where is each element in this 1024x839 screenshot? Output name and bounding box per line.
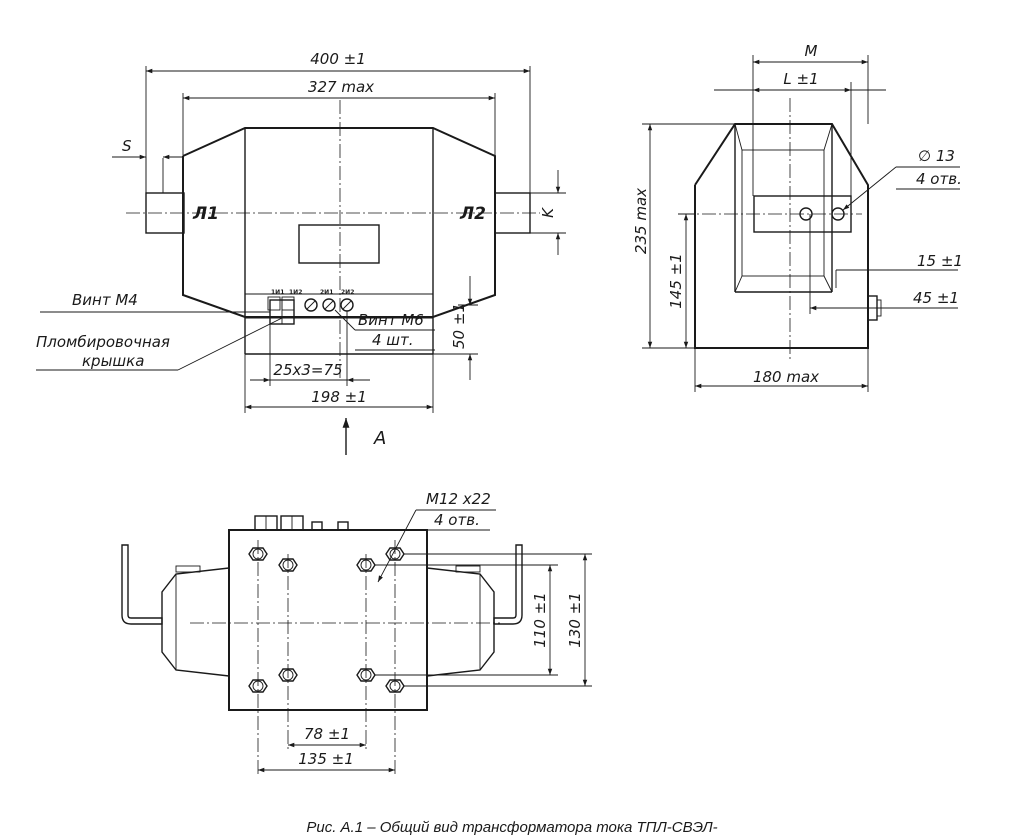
side-body-outline [694, 123, 869, 349]
dim-width-198: 198 ±1 [311, 388, 367, 406]
side-view: M L ±1 ∅ 13 4 отв. 235 max 145 ±1 15 ±1 … [632, 42, 963, 392]
dim-height-235: 235 max [632, 188, 650, 254]
figure-caption: Рис. А.1 – Общий вид трансформатора тока… [306, 819, 717, 836]
dim-135: 135 ±1 [298, 750, 354, 768]
dim-130: 130 ±1 [566, 592, 584, 648]
bottom-terminal-caps [254, 515, 349, 531]
terminal-label-1i1: 1И1 [271, 289, 284, 296]
bottom-view: M12 х22 4 отв. 110 ±1 130 ±1 78 ±1 135 ±… [121, 490, 592, 776]
dim-s: S [122, 137, 132, 155]
nameplate-outline [298, 224, 380, 264]
base-plate [228, 529, 428, 711]
dim-thread-qty: 4 отв. [434, 511, 480, 529]
secondary-terminal-block: 1И1 1И2 2И1 2И2 [267, 289, 354, 325]
dim-15: 15 ±1 [917, 252, 963, 270]
label-screw-m4: Винт М4 [72, 291, 138, 309]
dim-l: L ±1 [783, 70, 818, 88]
label-seal-cover-line1: Пломбировочная [36, 333, 170, 351]
dim-thread: M12 х22 [426, 490, 491, 508]
dim-hole-qty: 4 отв. [916, 170, 962, 188]
dim-overall-length: 400 ±1 [310, 50, 366, 68]
mounting-nut [248, 547, 268, 561]
label-screw-m6-qty: 4 шт. [372, 331, 414, 349]
terminal-label-2i2: 2И2 [341, 289, 354, 296]
terminal-label-l1: Л1 [192, 204, 219, 224]
front-body-outline [182, 127, 496, 355]
dim-height-50: 50 ±1 [450, 303, 468, 349]
dim-110: 110 ±1 [531, 592, 549, 648]
front-view: 1И1 1И2 2И1 2И2 Л1 Л2 400 ±1 327 max S K [36, 50, 566, 455]
bottom-terminal-hook-left [121, 544, 163, 625]
bottom-body-left [161, 565, 230, 677]
terminal-label-2i1: 2И1 [320, 289, 333, 296]
bottom-terminal-hook-right [493, 544, 523, 625]
dim-body-length: 327 max [308, 78, 374, 96]
label-seal-cover-line2: крышка [82, 352, 144, 370]
label-screw-m6: Винт М6 [358, 311, 424, 329]
mounting-nut [248, 679, 268, 693]
dim-45: 45 ±1 [913, 289, 959, 307]
mounting-nut [278, 668, 298, 682]
dim-height-145: 145 ±1 [667, 253, 685, 309]
mounting-nut [278, 558, 298, 572]
dim-m: M [805, 42, 818, 60]
view-arrow-label: А [373, 428, 386, 449]
bottom-body-right [426, 565, 495, 677]
dim-pitch: 25х3=75 [273, 361, 342, 379]
terminal-label-l2: Л2 [459, 204, 486, 224]
terminal-label-1i2: 1И2 [289, 289, 302, 296]
dim-hole-diameter: ∅ 13 [918, 147, 955, 165]
dim-78: 78 ±1 [304, 725, 350, 743]
dim-width-180: 180 max [753, 368, 819, 386]
dim-k: K [539, 207, 557, 218]
